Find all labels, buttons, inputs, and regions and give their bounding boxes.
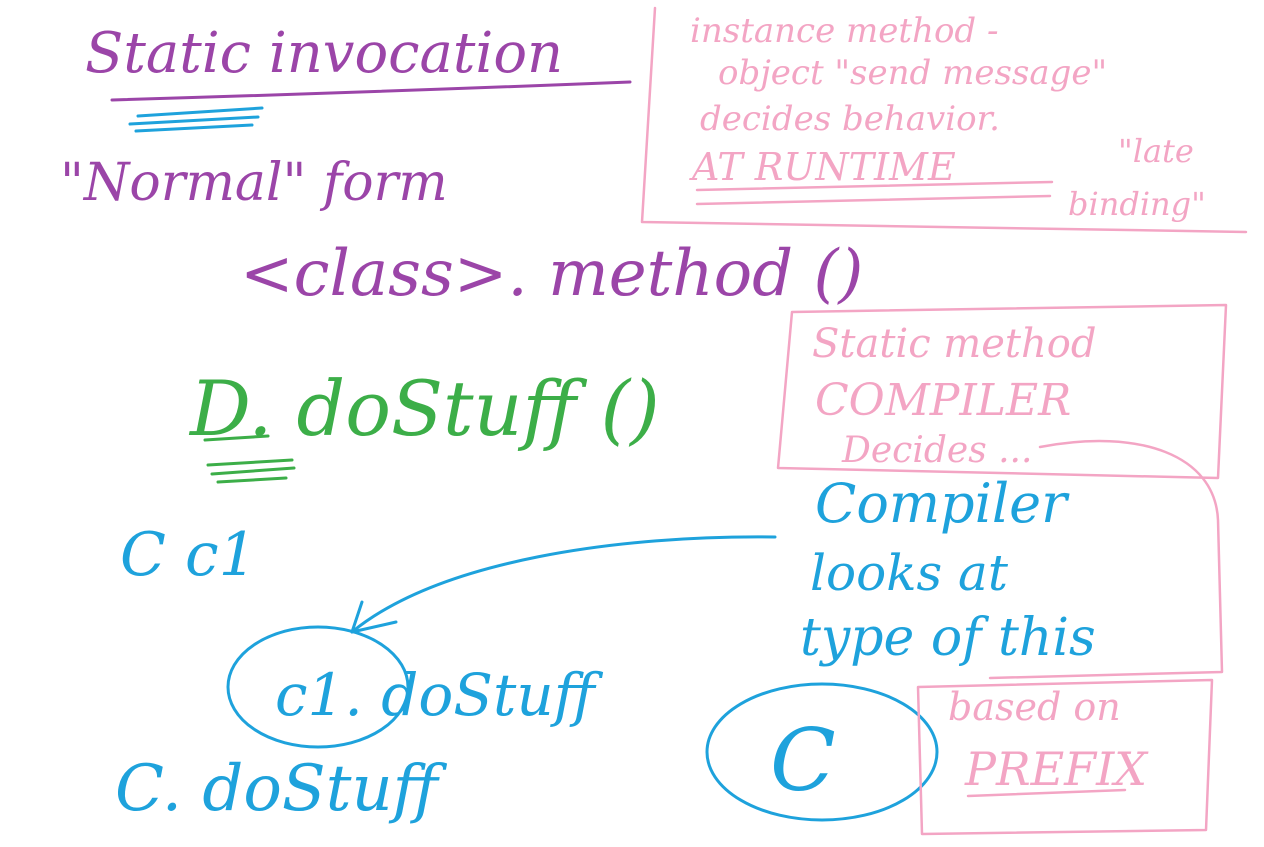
instance-box-line3: decides behavior. xyxy=(700,99,1000,139)
instance-box-line4: AT RUNTIME xyxy=(689,145,956,189)
arrow-head xyxy=(350,600,398,634)
compiler-note-line2: looks at xyxy=(810,544,1009,602)
example-static-call: D. doStuff () xyxy=(188,364,660,453)
prefix-box xyxy=(916,678,1214,836)
c-type-circle xyxy=(705,682,939,822)
prefix-box-line1: based on xyxy=(948,685,1121,729)
instance-box-line2: object "send message" xyxy=(718,53,1107,93)
static-box-line3: Decides ... xyxy=(841,430,1032,471)
instance-box-line1: instance method - xyxy=(690,11,998,51)
arrow-to-c1 xyxy=(350,535,777,634)
normal-form-label: "Normal" form xyxy=(60,153,448,213)
title-underline xyxy=(110,80,632,102)
title-static-invocation: Static invocation xyxy=(85,21,563,86)
static-box-line1: Static method xyxy=(812,321,1096,367)
static-method-box xyxy=(776,303,1228,480)
instance-method-box xyxy=(640,6,1248,234)
static-box-line2: COMPILER xyxy=(815,375,1071,426)
example-emphasis-marks xyxy=(203,434,296,484)
declaration-c-c1: C c1 xyxy=(120,520,257,590)
compiler-note-line3: type of this xyxy=(800,608,1096,668)
prefix-underline xyxy=(966,788,1127,798)
c1-circle xyxy=(226,625,410,749)
runtime-underline xyxy=(695,180,1054,206)
circled-type-c: C xyxy=(770,711,836,811)
syntax-class-method: <class>. method () xyxy=(240,237,863,311)
instance-box-aside2: binding" xyxy=(1068,185,1206,223)
prefix-box-line2: PREFIX xyxy=(964,742,1149,796)
instance-box-aside1: "late xyxy=(1118,132,1194,170)
instance-call-c1: c1. doStuff xyxy=(275,661,604,729)
compiler-note-line1: Compiler xyxy=(815,472,1070,535)
compiler-note-enclosure xyxy=(988,439,1224,680)
static-call-c: C. doStuff xyxy=(115,752,448,826)
title-emphasis-marks xyxy=(128,106,264,133)
